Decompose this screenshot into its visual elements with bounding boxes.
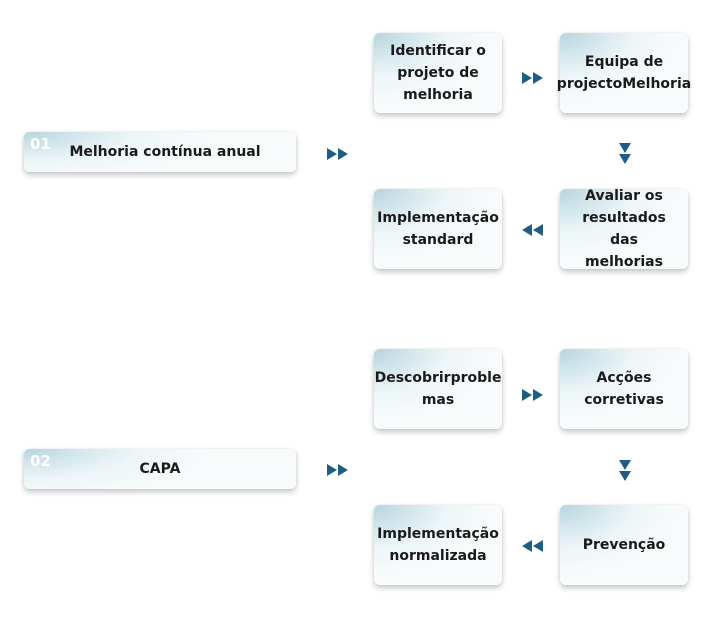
section2-step-prevention: Prevenção [560,505,688,585]
arrow-left-icon [522,224,544,236]
section1-title: Melhoria contínua anual [69,144,261,160]
step-line: Identificar o [390,43,486,59]
step-line: Acções corretivas [584,370,664,408]
arrow-right-icon [327,464,349,476]
step-line: Descobrirproble [374,370,502,386]
section2-number: 02 [30,452,51,470]
section1-step-evaluate: Avaliar os resultados das melhorias [560,188,688,270]
section1-step-standard: Implementação standard [374,189,502,269]
arrow-right-icon [327,148,349,160]
step-line: projeto de [397,65,479,81]
section2-header: 02 CAPA [24,449,296,489]
step-line: Equipa de [584,54,664,70]
arrow-down-icon [619,143,631,165]
step-line: standard [402,232,474,248]
arrow-right-icon [522,72,544,84]
step-line: mas [421,392,455,408]
step-line: normalizada [389,548,487,564]
section1-header: 01 Melhoria contínua anual [24,132,296,172]
section2-title: CAPA [139,461,181,477]
section2-step-normalized: Implementação normalizada [374,505,502,585]
step-line: Implementação [377,210,499,226]
step-line: resultados das [582,210,666,248]
step-line: projectoMelhoria [556,76,692,92]
arrow-down-icon [619,460,631,482]
step-line: melhorias [585,254,663,270]
step-line: Avaliar os [585,188,663,204]
section1-step-team: Equipa de projectoMelhoria [556,33,692,113]
arrow-left-icon [522,540,544,552]
step-line: Prevenção [582,537,666,553]
section1-number: 01 [30,135,51,153]
section1-step-identify: Identificar o projeto de melhoria [374,33,502,113]
arrow-right-icon [522,389,544,401]
step-line: Implementação [377,526,499,542]
section2-step-discover: Descobrirproble mas [374,349,502,429]
section2-step-corrective: Acções corretivas [560,349,688,429]
step-line: melhoria [403,87,473,103]
